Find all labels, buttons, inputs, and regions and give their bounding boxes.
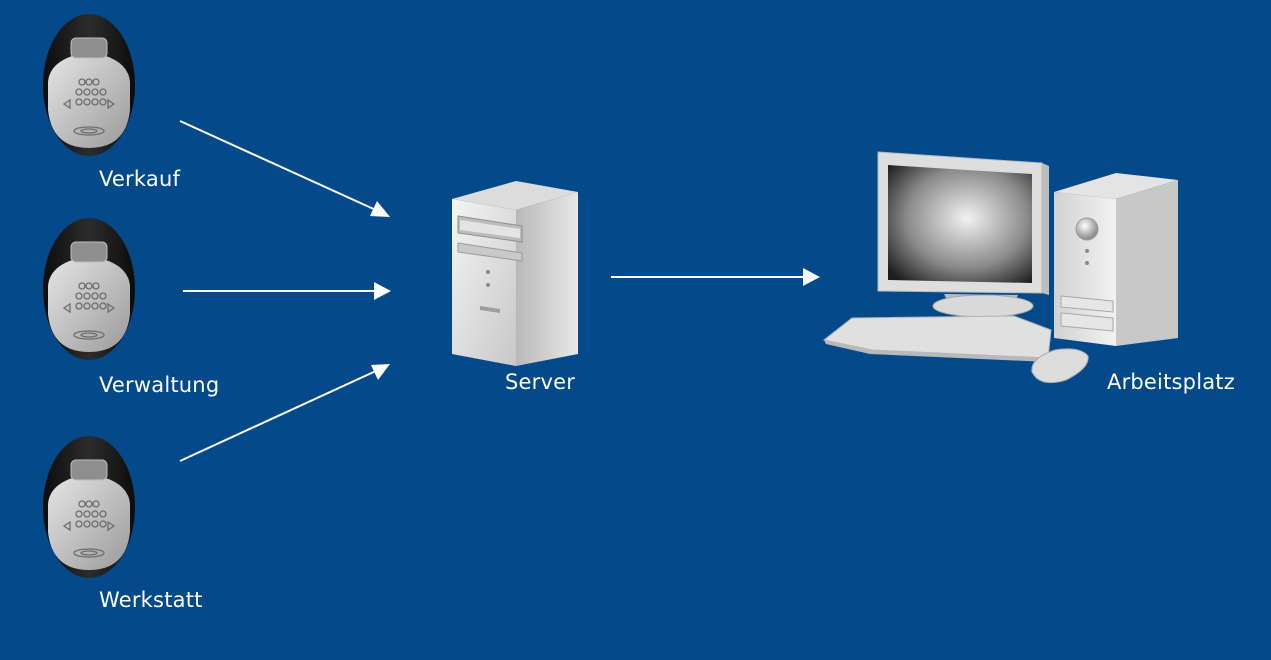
desktop-computer-icon: [822, 151, 1178, 384]
node-label-werkstatt: Werkstatt: [99, 588, 203, 612]
server-tower-icon: [452, 181, 578, 366]
node-label-verkauf: Verkauf: [99, 167, 181, 191]
node-label-verwaltung: Verwaltung: [99, 373, 220, 397]
keypad-access-reader-icon: [43, 14, 135, 156]
arrows: [179, 120, 820, 462]
arrow-werkstatt-to-server: [179, 364, 390, 462]
arrow-verwaltung-to-server: [183, 282, 391, 300]
arrow-verkauf-to-server: [179, 120, 390, 217]
node-label-server: Server: [505, 370, 576, 394]
keypad-access-reader-icon: [43, 436, 135, 578]
keypad-access-reader-icon: [43, 218, 135, 360]
arrow-server-to-arbeitsplatz: [611, 268, 820, 286]
node-label-arbeitsplatz: Arbeitsplatz: [1107, 370, 1235, 394]
